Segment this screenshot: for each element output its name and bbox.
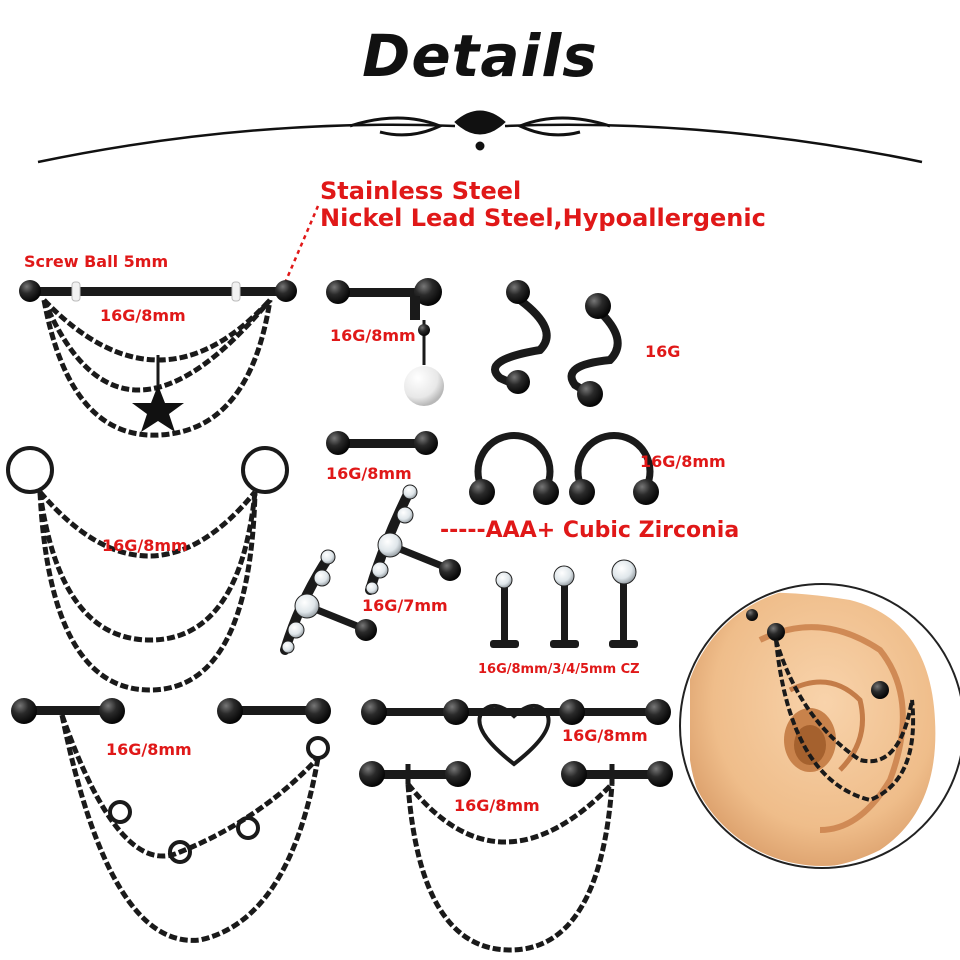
short-barbell-size-label: 16G/8mm <box>326 464 412 483</box>
cz-climbers <box>280 484 461 655</box>
hoop-double-chain <box>6 446 289 693</box>
pearl-icon <box>404 366 444 406</box>
heart-charm-icon <box>477 704 551 767</box>
dangle-pearl-barbell <box>326 278 444 406</box>
material-line-2: Nickel Lead Steel,Hypoallergenic <box>320 204 766 232</box>
ring-chain-barbells <box>11 698 331 943</box>
cz-labrets <box>490 559 638 648</box>
heart-bar-size-label: 16G/8mm <box>562 726 648 745</box>
ring-chain-bars-size-label: 16G/8mm <box>106 740 192 759</box>
screw-ball-label: Screw Ball 5mm <box>24 252 169 271</box>
short-barbell <box>326 431 438 455</box>
hoop-chain-size-label: 16G/8mm <box>102 536 188 555</box>
star-charm-icon <box>132 385 184 432</box>
gem-icon <box>320 549 336 565</box>
cz-note-label: -----AAA+ Cubic Zirconia <box>440 518 740 543</box>
horseshoe-size-label: 16G/8mm <box>640 452 726 471</box>
material-note: Stainless Steel Nickel Lead Steel,Hypoal… <box>320 178 766 232</box>
labret-cz-size-label: 16G/8mm/3/4/5mm CZ <box>478 662 640 677</box>
cz-climber-size-label: 16G/7mm <box>362 596 448 615</box>
horseshoe-rings <box>469 432 659 505</box>
spiral-size-label: 16G <box>645 342 681 361</box>
dangle-pearl-size-label: 16G/8mm <box>330 326 416 345</box>
material-line-1: Stainless Steel <box>320 177 522 205</box>
page-title: Details <box>362 22 598 90</box>
ear-model-photo <box>679 583 960 869</box>
double-chain-barbells <box>359 761 673 953</box>
heart-barbell <box>361 699 671 767</box>
industrial-star-size-label: 16G/8mm <box>100 306 186 325</box>
industrial-star-chain <box>19 280 297 438</box>
title-divider <box>37 110 923 164</box>
material-pointer <box>283 205 320 284</box>
double-chain-bars-size-label: 16G/8mm <box>454 796 540 815</box>
